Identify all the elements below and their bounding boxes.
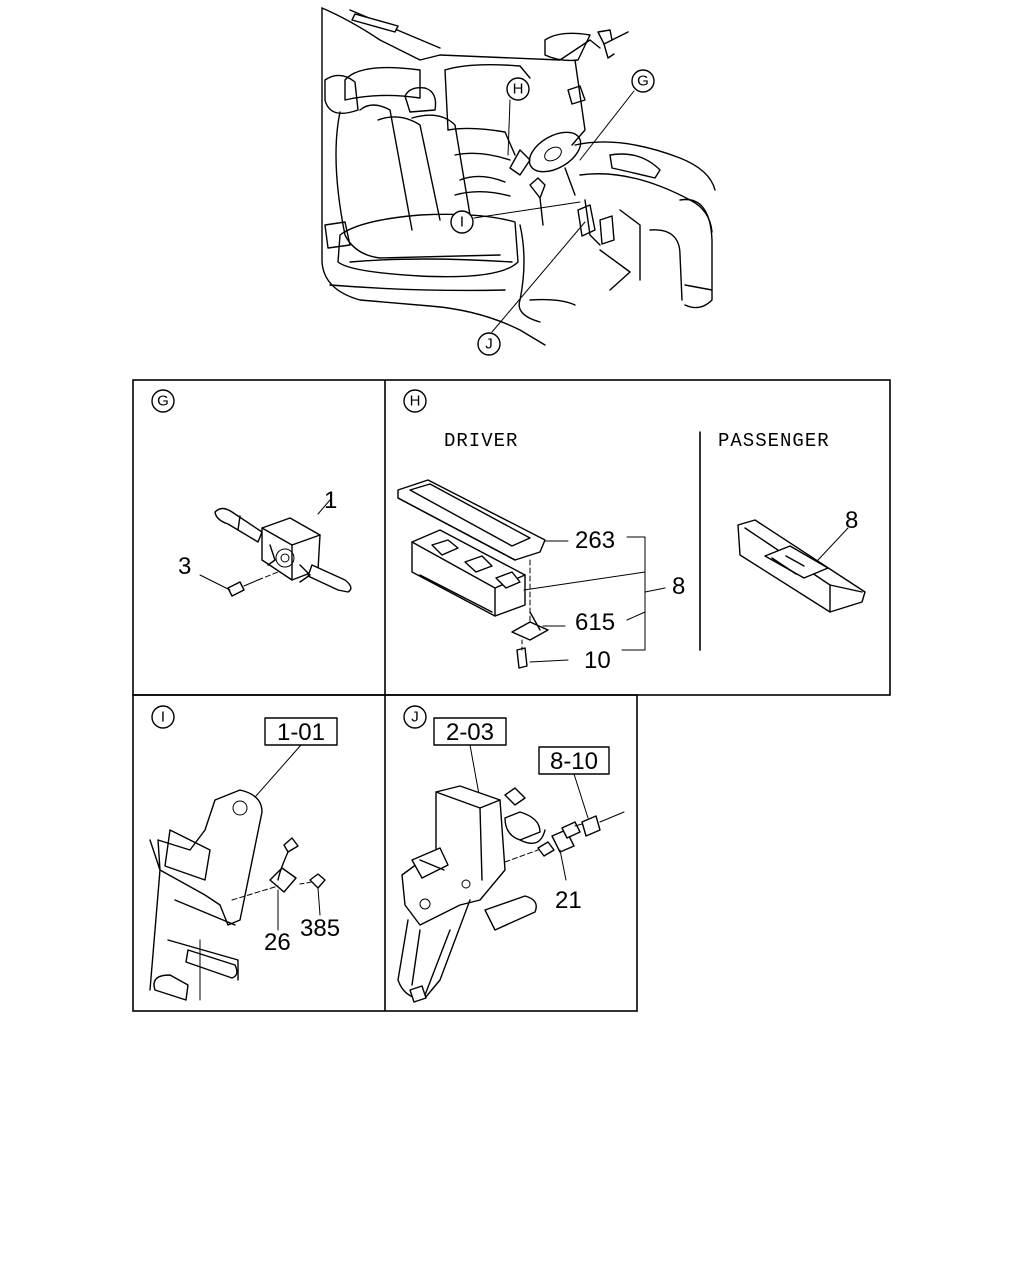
passenger-window-switch-illustration: [737, 519, 866, 613]
overview-callout-j: J: [477, 332, 501, 356]
svg-text:I: I: [161, 709, 165, 726]
svg-text:H: H: [410, 393, 421, 410]
driver-label: DRIVER: [444, 430, 518, 452]
ref-box-2-03: 2-03: [433, 717, 507, 746]
svg-text:8-10: 8-10: [550, 748, 598, 775]
svg-text:2-03: 2-03: [446, 719, 494, 746]
part-10-label: 10: [584, 647, 611, 674]
panel-i: I 1-01 26 385: [149, 705, 340, 1001]
part-8-label: 8: [672, 573, 685, 600]
svg-text:I: I: [460, 214, 464, 231]
part-21-label: 21: [555, 887, 582, 914]
clutch-pedal-assembly-illustration: [397, 785, 546, 1003]
pedal-bracket-illustration: [149, 789, 326, 1001]
svg-text:G: G: [157, 393, 169, 410]
panel-h-tag: H: [403, 389, 427, 413]
ref-box-1-01: 1-01: [264, 717, 338, 746]
panel-frames: [132, 379, 891, 1012]
svg-text:J: J: [411, 709, 419, 726]
part-8-passenger-label: 8: [845, 507, 858, 534]
panel-i-tag: I: [151, 705, 175, 729]
panel-g-tag: G: [151, 389, 175, 413]
combination-switch-illustration: [214, 507, 352, 593]
ref-box-8-10: 8-10: [538, 746, 610, 775]
panel-g: G 1 3: [151, 389, 352, 597]
svg-text:J: J: [485, 336, 493, 353]
part-263-label: 263: [575, 527, 615, 554]
overview-callout-leaders: [473, 90, 635, 333]
passenger-label: PASSENGER: [718, 430, 830, 452]
part-1-label: 1: [324, 487, 337, 514]
overview-callout-i: I: [450, 210, 474, 234]
svg-text:H: H: [513, 81, 524, 98]
part-26-label: 26: [264, 929, 291, 956]
cab-overview-illustration: [321, 7, 716, 346]
svg-text:G: G: [637, 73, 649, 90]
part-3-label: 3: [178, 553, 191, 580]
screw-3: [199, 571, 279, 597]
panel-h: H DRIVER PASSENGER: [397, 389, 866, 674]
overview-callout-g: G: [631, 69, 655, 93]
svg-text:1-01: 1-01: [277, 719, 325, 746]
driver-window-switch-illustration: [397, 479, 549, 669]
part-385-label: 385: [300, 915, 340, 942]
clutch-switch-21: [504, 811, 625, 863]
panel-j: J 2-03 8-10: [397, 705, 625, 1003]
panel-j-tag: J: [403, 705, 427, 729]
part-615-label: 615: [575, 609, 615, 636]
overview-callout-h: H: [506, 77, 530, 101]
